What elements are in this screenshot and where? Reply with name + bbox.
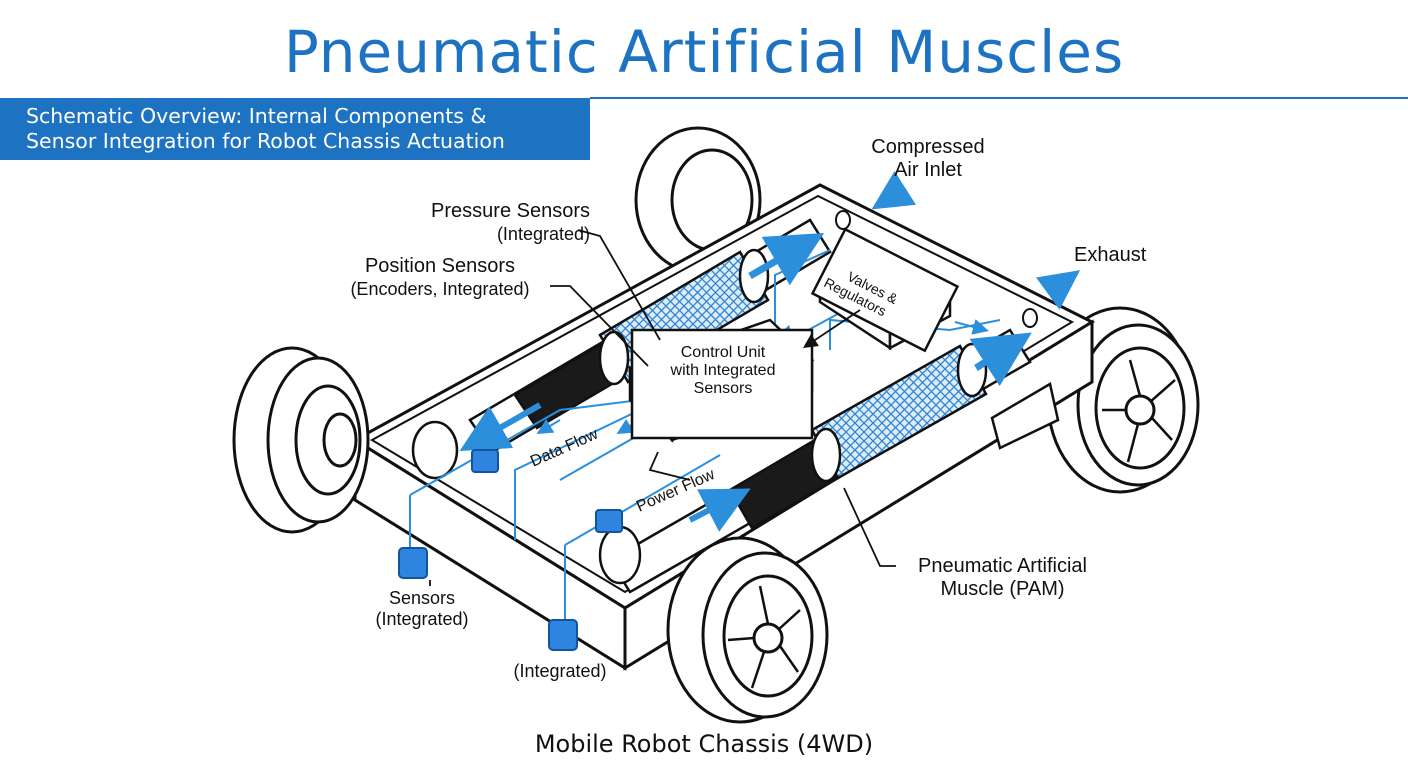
- control-unit-box: [627, 318, 815, 443]
- subtitle-line-2: Sensor Integration for Robot Chassis Act…: [26, 129, 505, 153]
- control-unit-line-3: Sensors: [693, 380, 753, 397]
- subtitle: Schematic Overview: Internal Components …: [26, 104, 586, 154]
- sensors-label: Sensors (Integrated): [352, 588, 492, 630]
- compressed-air-line-1: Compressed: [871, 136, 985, 158]
- pam-line-2: Muscle (PAM): [940, 578, 1065, 600]
- pressure-sensors-label: Pressure Sensors (Integrated): [380, 200, 590, 246]
- pressure-sensors-line-1: Pressure Sensors: [431, 200, 590, 222]
- integrated-label: (Integrated): [513, 661, 607, 681]
- compressed-air-label: Compressed Air Inlet: [838, 136, 1018, 182]
- pam-muscle-lower: [411, 328, 1032, 594]
- position-sensors-line-1: Position Sensors: [364, 255, 516, 277]
- diagram-title: Pneumatic Artificial Muscles: [283, 18, 1125, 86]
- pam-label: Pneumatic Artificial Muscle (PAM): [895, 555, 1110, 601]
- pressure-sensors-line-2: (Integrated): [496, 224, 590, 244]
- control-unit-line-1: Control Unit: [680, 344, 766, 361]
- sensors-line-1: Sensors: [388, 588, 456, 608]
- exhaust-arrow: [1035, 270, 1081, 310]
- compressed-air-line-2: Air Inlet: [894, 159, 962, 181]
- sensors-line-2: (Integrated): [375, 609, 469, 629]
- subtitle-banner: [0, 98, 590, 160]
- pam-line-1: Pneumatic Artificial: [918, 555, 1087, 577]
- sensor-cube: [398, 449, 623, 651]
- title-rule: [590, 97, 1408, 99]
- position-sensors-label: Position Sensors (Encoders, Integrated): [330, 255, 550, 301]
- wheel-front-right: [666, 536, 829, 724]
- inlet-arrow: [871, 171, 917, 210]
- exhaust-label: Exhaust: [1074, 244, 1147, 266]
- chassis-caption: Mobile Robot Chassis (4WD): [534, 730, 874, 758]
- control-unit-label: Control Unit with Integrated Sensors: [634, 344, 812, 398]
- valves-box: [810, 227, 960, 353]
- position-sensors-line-2: (Encoders, Integrated): [350, 279, 530, 299]
- subtitle-line-1: Schematic Overview: Internal Components …: [26, 104, 487, 128]
- control-unit-line-2: with Integrated: [670, 362, 776, 379]
- wheel-front-left: [232, 346, 370, 534]
